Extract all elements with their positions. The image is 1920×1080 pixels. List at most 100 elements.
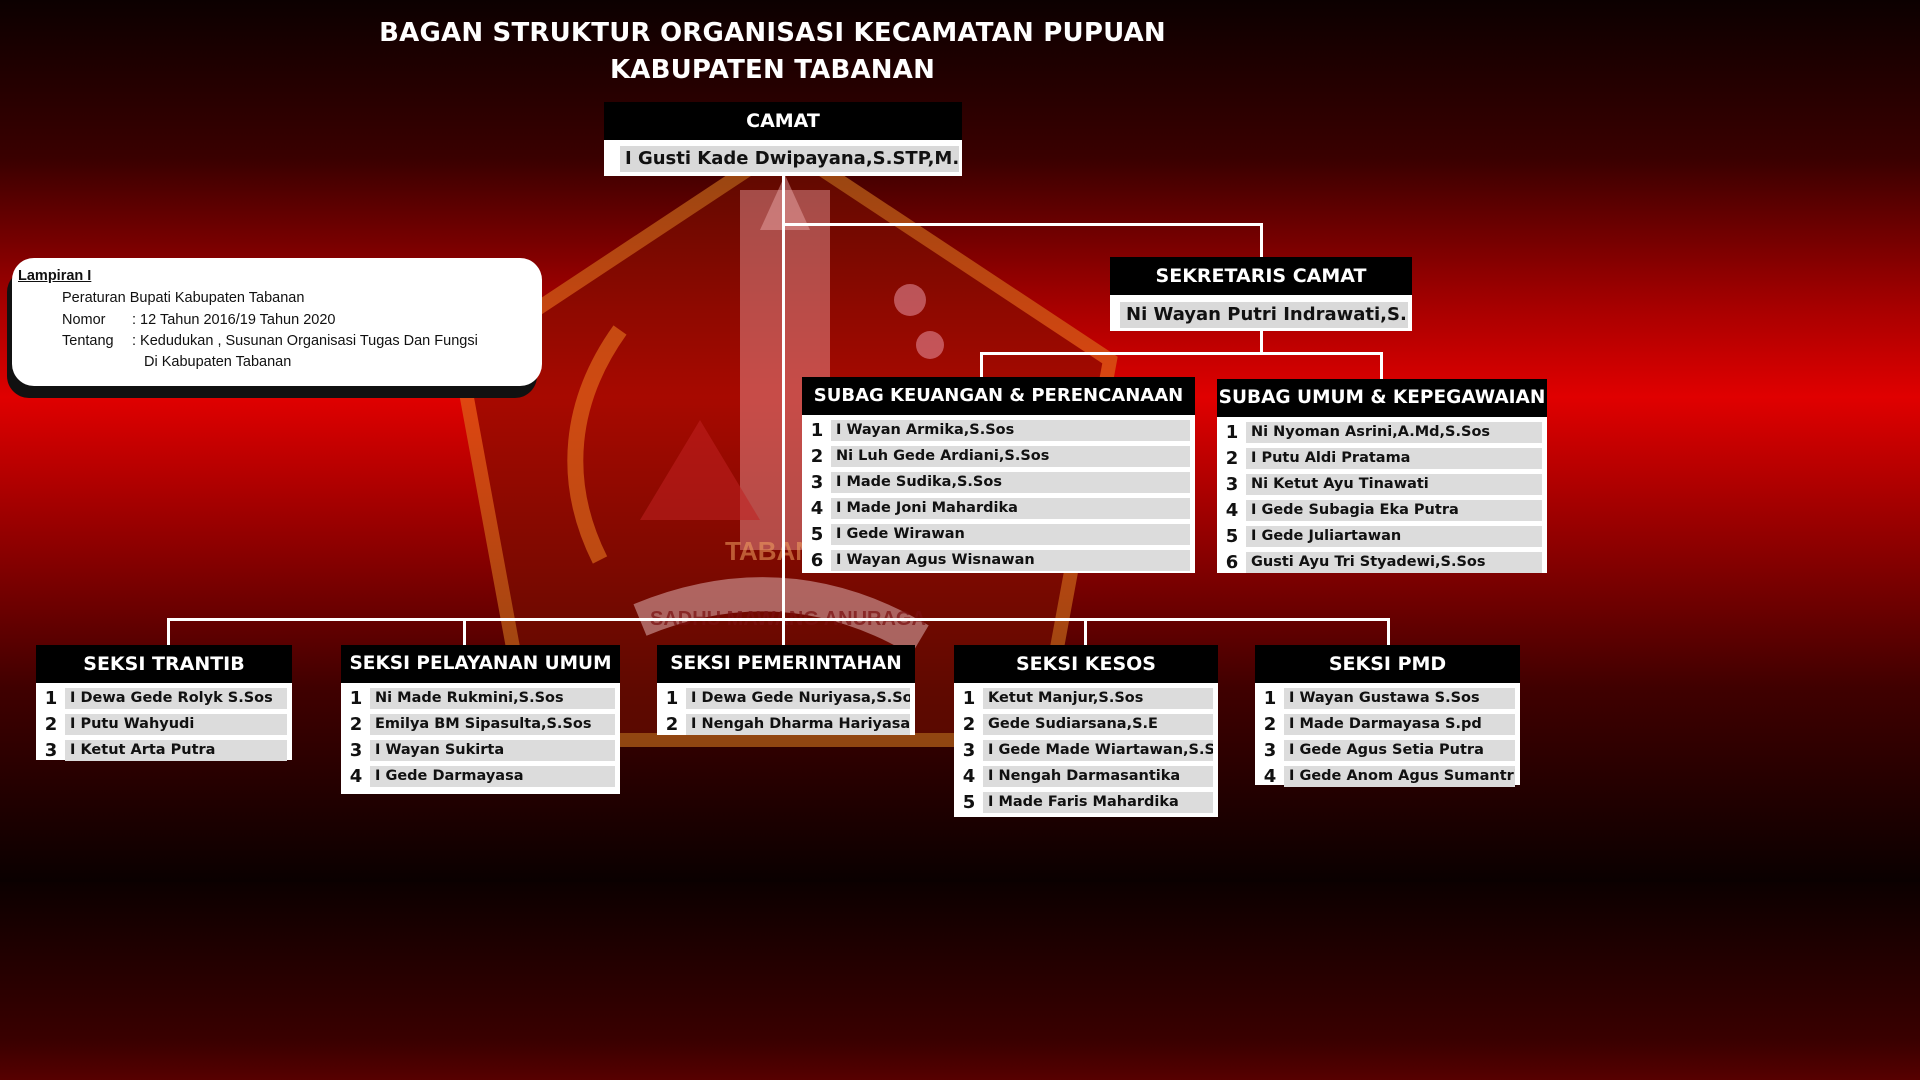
connector-line — [1380, 352, 1383, 380]
member-name: Gede Sudiarsana,S.E — [983, 714, 1213, 735]
seksi-pemerintahan-title: SEKSI PEMERINTAHAN — [657, 645, 915, 683]
member-number: 1 — [349, 688, 363, 709]
member-number: 3 — [44, 740, 58, 761]
member-number: 4 — [1263, 766, 1277, 787]
member-name: Gusti Ayu Tri Styadewi,S.Sos — [1246, 552, 1542, 573]
sekretaris-title: SEKRETARIS CAMAT — [1110, 257, 1412, 295]
connector-line — [167, 618, 170, 646]
member-number: 1 — [1225, 422, 1239, 443]
member-name: I Wayan Armika,S.Sos — [831, 420, 1190, 441]
emblem-wheat-icon — [567, 325, 627, 564]
connector-line — [1260, 330, 1263, 353]
emblem-flower-icon — [916, 331, 944, 359]
member-row: 6 Gusti Ayu Tri Styadewi,S.Sos — [1222, 550, 1542, 575]
member-name: I Gede Agus Setia Putra — [1284, 740, 1515, 761]
lampiran-nomor-label: Nomor — [62, 312, 106, 328]
member-number: 3 — [1263, 740, 1277, 761]
member-number: 1 — [810, 420, 824, 441]
connector-line — [980, 352, 1383, 355]
member-row: 6 I Wayan Agus Wisnawan — [807, 548, 1190, 573]
member-number: 3 — [1225, 474, 1239, 495]
member-number: 2 — [44, 714, 58, 735]
member-number: 4 — [810, 498, 824, 519]
member-name: I Gede Wirawan — [831, 524, 1190, 545]
connector-line — [1260, 223, 1263, 259]
page-subtitle: KABUPATEN TABANAN — [609, 55, 936, 85]
member-row: 1 I Wayan Armika,S.Sos — [807, 418, 1190, 443]
subag-umum-title: SUBAG UMUM & KEPEGAWAIAN — [1217, 379, 1547, 417]
lampiran-tentang-label: Tentang — [62, 333, 114, 349]
subag-keuangan-box: SUBAG KEUANGAN & PERENCANAAN 1 I Wayan Ar… — [802, 377, 1195, 573]
connector-line — [1084, 618, 1087, 646]
member-name: I Made Sudika,S.Sos — [831, 472, 1190, 493]
seksi-trantib-title: SEKSI TRANTIB — [36, 645, 292, 683]
member-number: 5 — [1225, 526, 1239, 547]
member-name: Ni Ketut Ayu Tinawati — [1246, 474, 1542, 495]
lampiran-tentang-line1: : Kedudukan , Susunan Organisasi Tugas D… — [132, 333, 478, 349]
member-number: 1 — [44, 688, 58, 709]
member-row: 3 I Ketut Arta Putra — [41, 738, 287, 763]
page-title: BAGAN STRUKTUR ORGANISASI KECAMATAN PUPU… — [379, 18, 1166, 48]
member-number: 4 — [1225, 500, 1239, 521]
subag-keuangan-title: SUBAG KEUANGAN & PERENCANAAN — [802, 377, 1195, 415]
member-name: Ni Made Rukmini,S.Sos — [370, 688, 615, 709]
emblem-tower-top — [760, 175, 810, 230]
member-number: 3 — [349, 740, 363, 761]
member-row: 5 I Gede Wirawan — [807, 522, 1190, 547]
seksi-kesos-title: SEKSI KESOS — [954, 645, 1218, 683]
member-number: 6 — [810, 550, 824, 571]
member-number: 6 — [1225, 552, 1239, 573]
emblem-flower-icon — [894, 284, 926, 316]
camat-title: CAMAT — [604, 102, 962, 140]
member-number: 2 — [349, 714, 363, 735]
member-row: 3 I Made Sudika,S.Sos — [807, 470, 1190, 495]
member-number: 3 — [810, 472, 824, 493]
member-name: I Putu Wahyudi — [65, 714, 287, 735]
member-row: 3 Ni Ketut Ayu Tinawati — [1222, 472, 1542, 497]
lampiran-title: Lampiran I — [18, 268, 92, 284]
lampiran-nomor-value: : 12 Tahun 2016/19 Tahun 2020 — [132, 312, 336, 328]
member-number: 5 — [810, 524, 824, 545]
connector-line — [980, 352, 983, 379]
member-name: I Wayan Sukirta — [370, 740, 615, 761]
member-name: I Nengah Dharma Hariyasa — [686, 714, 910, 735]
lampiran-note: Lampiran I Peraturan Bupati Kabupaten Ta… — [12, 258, 542, 386]
sekretaris-name: Ni Wayan Putri Indrawati,S.E — [1120, 302, 1408, 328]
member-number: 1 — [1263, 688, 1277, 709]
member-name: I Wayan Agus Wisnawan — [831, 550, 1190, 571]
member-name: I Gede Anom Agus Sumantri,S.Sos — [1284, 766, 1515, 787]
connector-line — [167, 618, 1390, 621]
member-row: 2 I Putu Wahyudi — [41, 712, 287, 737]
member-number: 5 — [962, 792, 976, 813]
member-name: I Wayan Gustawa S.Sos — [1284, 688, 1515, 709]
member-name: I Made Darmayasa S.pd — [1284, 714, 1515, 735]
member-name: I Ketut Arta Putra — [65, 740, 287, 761]
connector-line — [782, 175, 785, 645]
member-number: 1 — [665, 688, 679, 709]
member-name: I Dewa Gede Nuriyasa,S.Sos — [686, 688, 910, 709]
member-number: 3 — [962, 740, 976, 761]
